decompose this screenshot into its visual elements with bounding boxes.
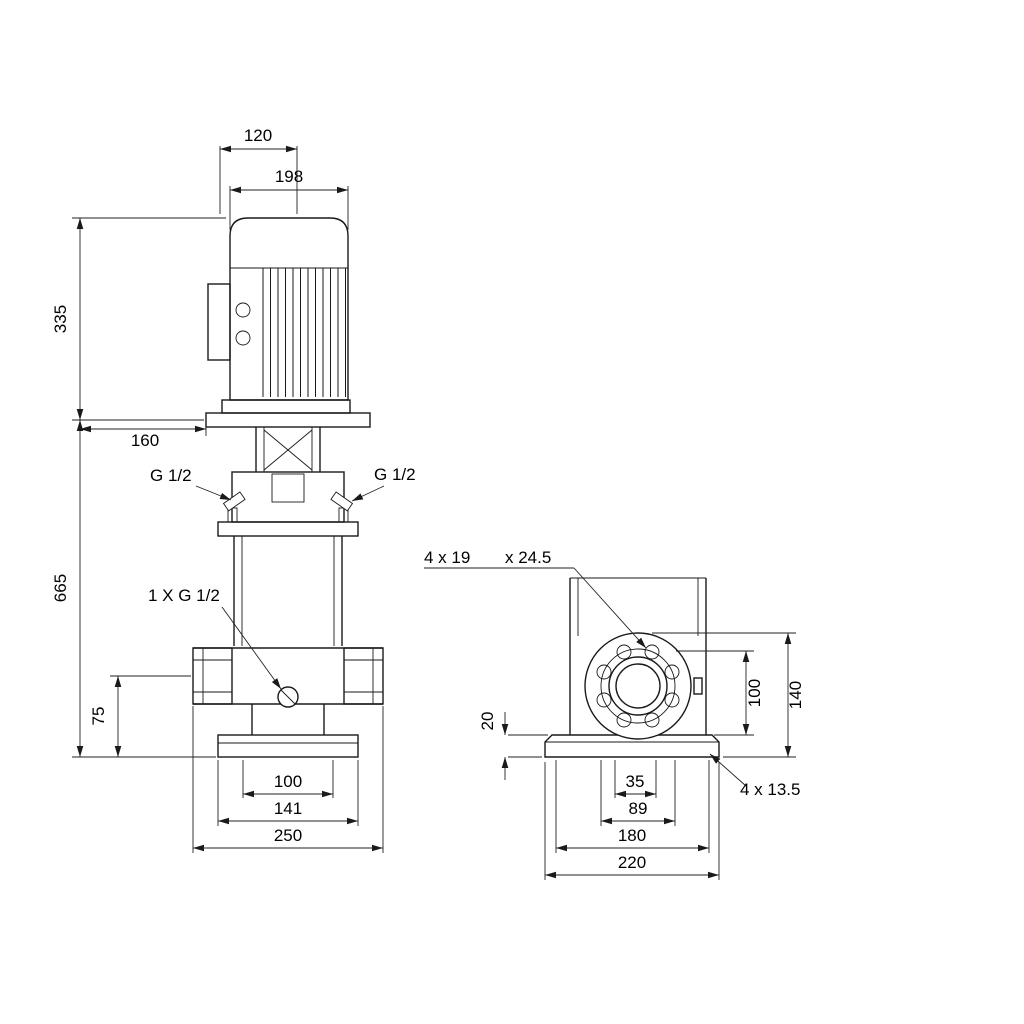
motor-stool	[205, 399, 371, 428]
flange-bolt-hole	[644, 644, 660, 660]
flange-bolt-hole	[664, 664, 680, 680]
motor-fins	[256, 268, 346, 397]
motor-bolt-hole	[235, 302, 251, 318]
motor	[207, 217, 349, 401]
dim-20: 20	[478, 712, 548, 780]
dim-label-140: 140	[786, 681, 805, 709]
flange-counterbore-label: x 24.5	[505, 548, 551, 567]
side-body	[569, 577, 707, 735]
drain-plug	[277, 686, 299, 708]
base-holes-label: 4 x 13.5	[740, 780, 801, 799]
dim-label-198: 198	[275, 167, 303, 186]
dim-180: 180	[555, 760, 710, 853]
dim-120: 120	[219, 126, 298, 214]
dim-89: 89	[600, 760, 676, 826]
dim-label-665: 665	[51, 574, 70, 602]
dim-335: 335	[51, 217, 226, 421]
flange-bolt-hole	[616, 644, 632, 660]
suction-flange	[192, 647, 233, 705]
bore-circle	[615, 663, 661, 709]
flange-bolt-hole	[664, 692, 680, 708]
raised-face-circle	[608, 656, 668, 716]
dim-label-35: 35	[626, 772, 645, 791]
dim-140: 140	[652, 632, 805, 758]
dim-label-335: 335	[51, 305, 70, 333]
label-plug-left: G 1/2	[150, 466, 232, 501]
flange-holes-label: 4 x 19	[424, 548, 470, 567]
flange-bolt-hole	[596, 692, 612, 708]
dim-label-160: 160	[131, 431, 159, 450]
dim-100-side: 100	[676, 650, 764, 736]
motor-bolt-hole	[235, 330, 251, 346]
dim-220: 220	[544, 762, 720, 880]
dim-label-250: 250	[274, 826, 302, 845]
vent-plug-right	[330, 491, 354, 512]
vent-plug-left	[222, 491, 246, 512]
side-view: 4 x 19 x 24.5 20 100 140	[424, 548, 805, 880]
dim-label-20: 20	[478, 712, 497, 731]
dim-100-front: 100	[242, 760, 334, 798]
dim-label-100-side: 100	[745, 679, 764, 707]
plug-left-label: G 1/2	[150, 466, 192, 485]
dim-label-220: 220	[618, 853, 646, 872]
label-flange-holes: 4 x 19 x 24.5	[424, 548, 647, 649]
dim-35: 35	[614, 760, 657, 798]
flange-tab	[693, 677, 703, 695]
dim-198: 198	[229, 167, 349, 230]
flange-bolt-hole	[596, 664, 612, 680]
base-plate-front	[217, 734, 359, 758]
dim-160: 160	[80, 425, 207, 450]
discharge-flange	[343, 647, 384, 705]
flange-bolt-hole	[644, 712, 660, 728]
chamber-stack	[233, 536, 343, 646]
dim-label-180: 180	[618, 826, 646, 845]
label-base-holes: 4 x 13.5	[709, 753, 801, 799]
bolt-circle	[600, 648, 676, 724]
side-flange	[584, 632, 703, 740]
drain-plug-label: 1 X G 1/2	[148, 586, 220, 605]
dim-141: 141	[217, 760, 359, 826]
dim-label-141: 141	[274, 799, 302, 818]
dim-label-100-front: 100	[274, 772, 302, 791]
label-drain-plug: 1 X G 1/2	[148, 586, 282, 690]
dim-75: 75	[89, 675, 191, 757]
flange-outer-circle	[584, 632, 692, 740]
front-view: 120 198 335 665 160 G 1/2	[51, 126, 416, 853]
coupling	[255, 427, 321, 472]
terminal-box	[207, 283, 231, 361]
plug-right-label: G 1/2	[374, 465, 416, 484]
dim-250: 250	[192, 706, 384, 853]
dim-label-75: 75	[89, 707, 108, 726]
dim-label-120: 120	[244, 126, 272, 145]
label-plug-right: G 1/2	[351, 465, 416, 502]
flange-bolt-hole	[616, 712, 632, 728]
dim-label-89: 89	[629, 799, 648, 818]
port-flanges	[192, 647, 384, 735]
pump-head	[217, 471, 359, 537]
dim-665: 665	[51, 420, 216, 758]
